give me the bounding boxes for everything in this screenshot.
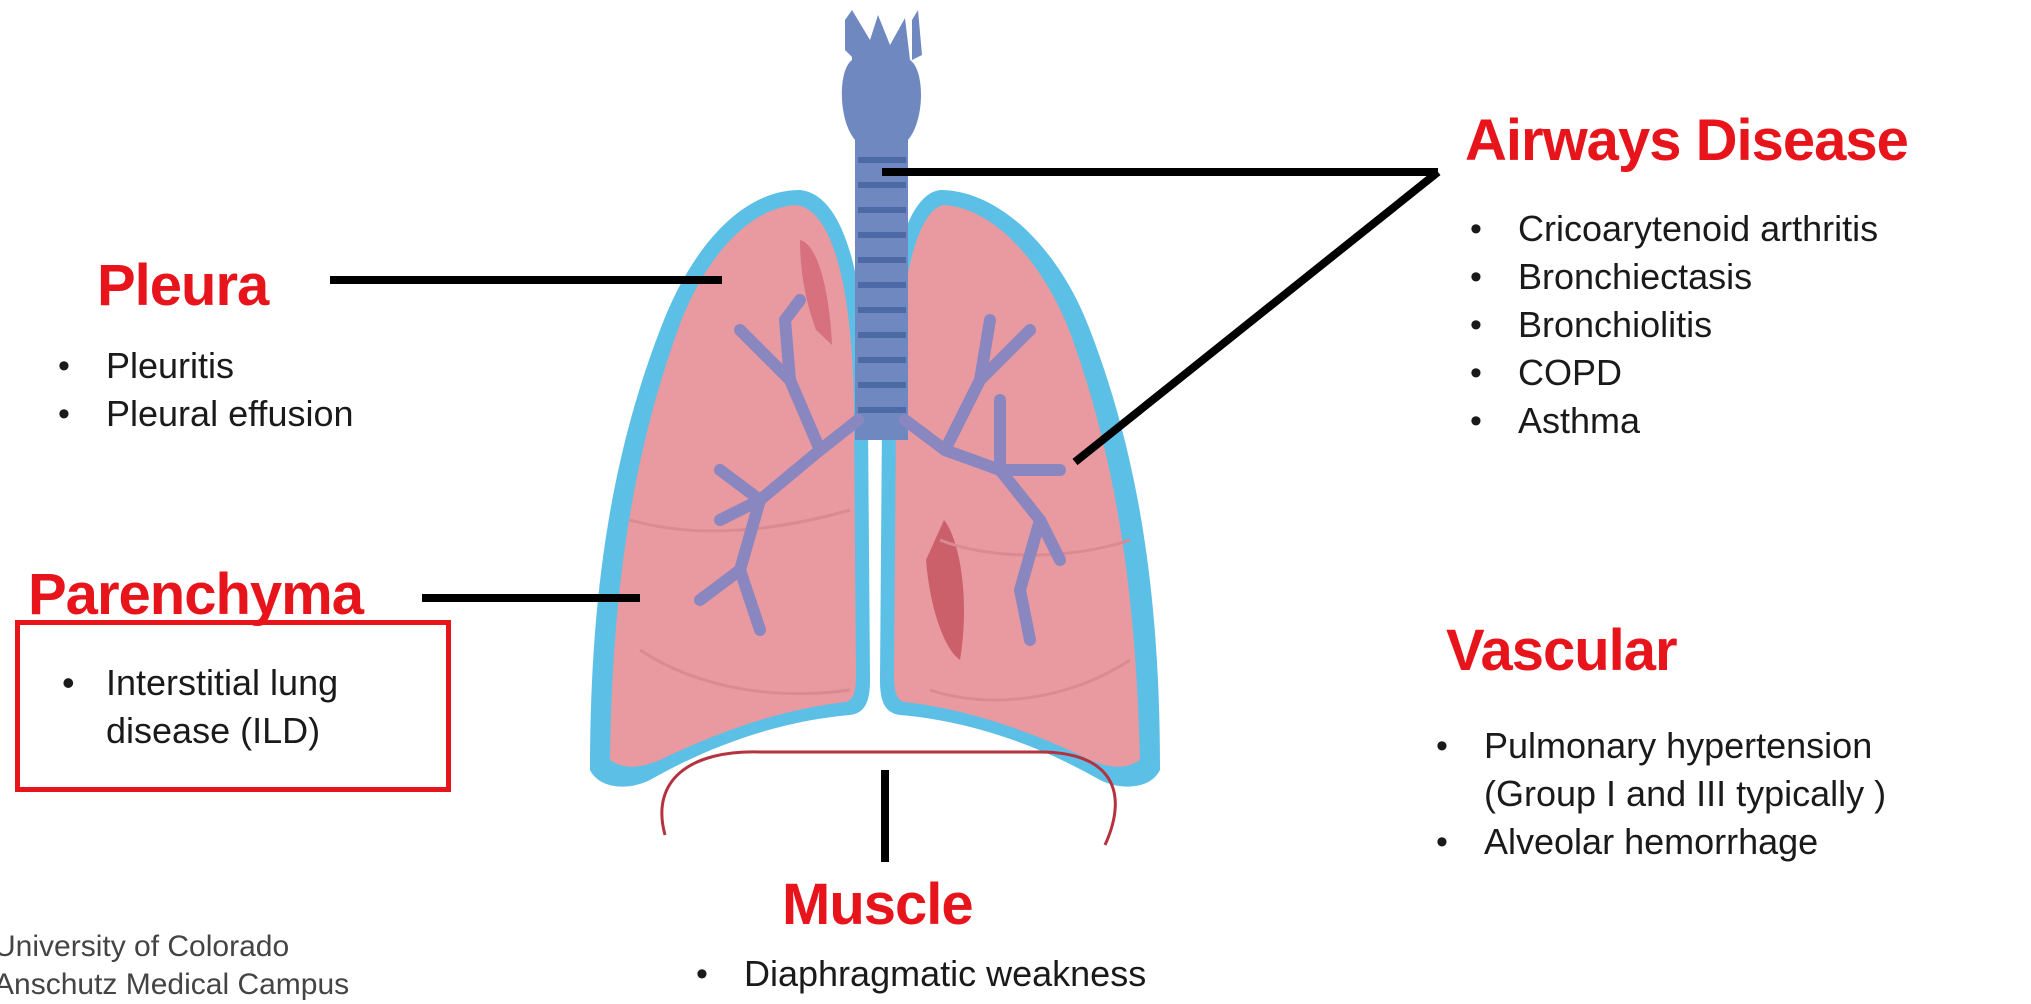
list-item-line: Pulmonary hypertension [1484, 725, 1872, 766]
airways-connector-lung [1075, 172, 1438, 462]
list-item: Interstitial lung disease (ILD) [40, 659, 406, 755]
muscle-heading: Muscle [782, 876, 973, 934]
parenchyma-heading: Parenchyma [28, 566, 363, 624]
airways-list: Cricoarytenoid arthritis Bronchiectasis … [1462, 205, 1878, 445]
footer-line-1: University of Colorado [0, 928, 349, 966]
list-item: Alveolar hemorrhage [1428, 818, 1886, 866]
footer-line-2: Anschutz Medical Campus [0, 966, 349, 1004]
pleura-heading: Pleura [97, 257, 268, 315]
muscle-list: Diaphragmatic weakness [688, 950, 1146, 998]
list-item: Bronchiectasis [1462, 253, 1878, 301]
airways-heading: Airways Disease [1465, 112, 1908, 170]
pleura-list: Pleuritis Pleural effusion [50, 342, 354, 438]
vascular-heading: Vascular [1446, 622, 1677, 680]
list-item: Cricoarytenoid arthritis [1462, 205, 1878, 253]
list-item: COPD [1462, 349, 1878, 397]
list-item: Asthma [1462, 397, 1878, 445]
list-item: Bronchiolitis [1462, 301, 1878, 349]
university-footer: University of Colorado Anschutz Medical … [0, 928, 349, 1004]
list-item: Pulmonary hypertension (Group I and III … [1428, 722, 1886, 818]
ild-highlight-box: Interstitial lung disease (ILD) [15, 620, 451, 792]
vascular-list: Pulmonary hypertension (Group I and III … [1428, 722, 1886, 866]
list-item-line: (Group I and III typically ) [1484, 773, 1886, 814]
list-item: Diaphragmatic weakness [688, 950, 1146, 998]
list-item: Pleural effusion [50, 390, 354, 438]
list-item: Pleuritis [50, 342, 354, 390]
